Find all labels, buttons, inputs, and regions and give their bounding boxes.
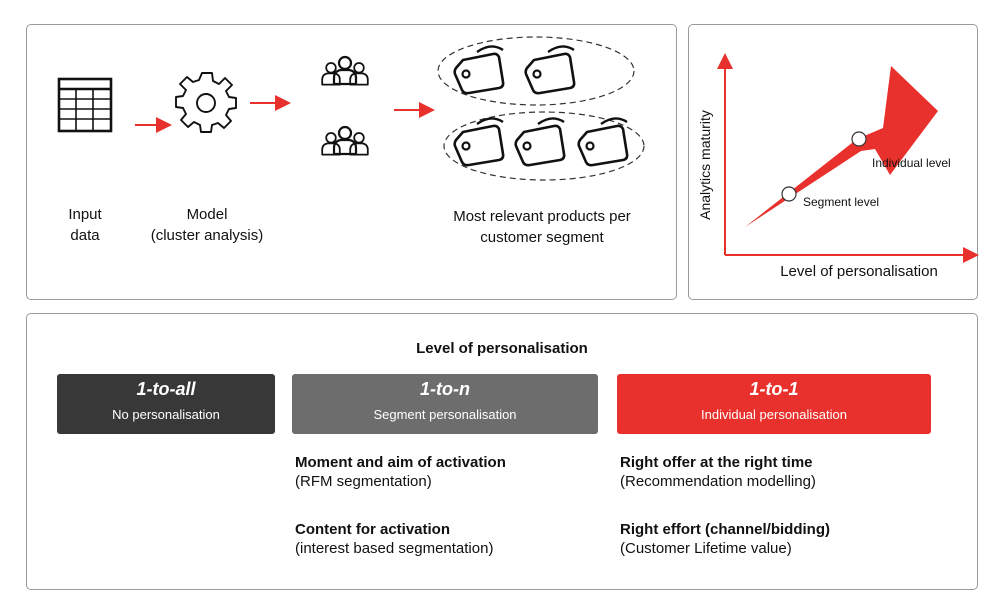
people-group-icon bbox=[322, 57, 368, 85]
levels-title: Level of personalisation bbox=[416, 340, 588, 357]
model-label: Model (cluster analysis) bbox=[150, 206, 264, 244]
segment-ellipse bbox=[437, 36, 635, 106]
item-heading: Right effort (channel/bidding) bbox=[620, 521, 830, 538]
process-diagram bbox=[57, 36, 645, 181]
table-icon bbox=[57, 77, 113, 133]
individual-item: Right offer at the right time (Recommend… bbox=[620, 453, 816, 491]
level-title: 1-to-1 bbox=[749, 379, 799, 399]
maturity-panel: Analytics maturity Level of personalisat… bbox=[688, 24, 979, 300]
level-subtitle: Segment personalisation bbox=[373, 407, 517, 422]
level-subtitle: No personalisation bbox=[112, 407, 220, 422]
level-box-1-to-n: 1-to-n Segment personalisation bbox=[292, 374, 598, 434]
item-heading: Right offer at the right time bbox=[620, 454, 813, 471]
price-tag-icon bbox=[524, 45, 576, 95]
level-box-1-to-all: 1-to-all No personalisation bbox=[57, 374, 275, 434]
levels-panel: Level of personalisation 1-to-all No per… bbox=[26, 313, 978, 590]
segment-level-label: Segment level bbox=[803, 195, 880, 209]
people-group-icon bbox=[322, 127, 368, 155]
level-title: 1-to-all bbox=[136, 379, 196, 399]
maturity-arrow bbox=[745, 66, 938, 227]
level-subtitle: Individual personalisation bbox=[701, 407, 847, 422]
price-tag-icon bbox=[453, 45, 505, 95]
item-sub: (Recommendation modelling) bbox=[620, 473, 816, 490]
y-axis-label: Analytics maturity bbox=[697, 110, 713, 220]
output-label: Most relevant products per customer segm… bbox=[453, 208, 631, 246]
individual-level-point bbox=[851, 131, 867, 147]
level-title: 1-to-n bbox=[420, 379, 470, 399]
level-box-1-to-1: 1-to-1 Individual personalisation bbox=[617, 374, 931, 434]
individual-level-label: Individual level bbox=[872, 156, 951, 170]
segment-item: Moment and aim of activation (RFM segmen… bbox=[295, 453, 506, 491]
individual-item: Right effort (channel/bidding) (Customer… bbox=[620, 520, 830, 558]
process-panel: Input data Model (cluster analysis) Most… bbox=[26, 24, 677, 300]
item-heading: Content for activation bbox=[295, 521, 451, 538]
gear-icon bbox=[175, 72, 237, 133]
x-axis-label: Level of personalisation bbox=[780, 263, 938, 280]
price-tag-icon bbox=[453, 117, 505, 167]
price-tag-icon bbox=[514, 117, 566, 167]
segment-ellipse bbox=[443, 111, 645, 181]
item-sub: (interest based segmentation) bbox=[295, 540, 494, 557]
item-sub: (RFM segmentation) bbox=[295, 473, 432, 490]
segment-item: Content for activation (interest based s… bbox=[295, 520, 493, 558]
segment-level-point bbox=[781, 186, 797, 202]
input-data-label: Input data bbox=[68, 206, 102, 244]
item-heading: Moment and aim of activation bbox=[295, 454, 506, 471]
item-sub: (Customer Lifetime value) bbox=[620, 540, 792, 557]
maturity-diagram bbox=[717, 53, 979, 263]
price-tag-icon bbox=[577, 117, 629, 167]
